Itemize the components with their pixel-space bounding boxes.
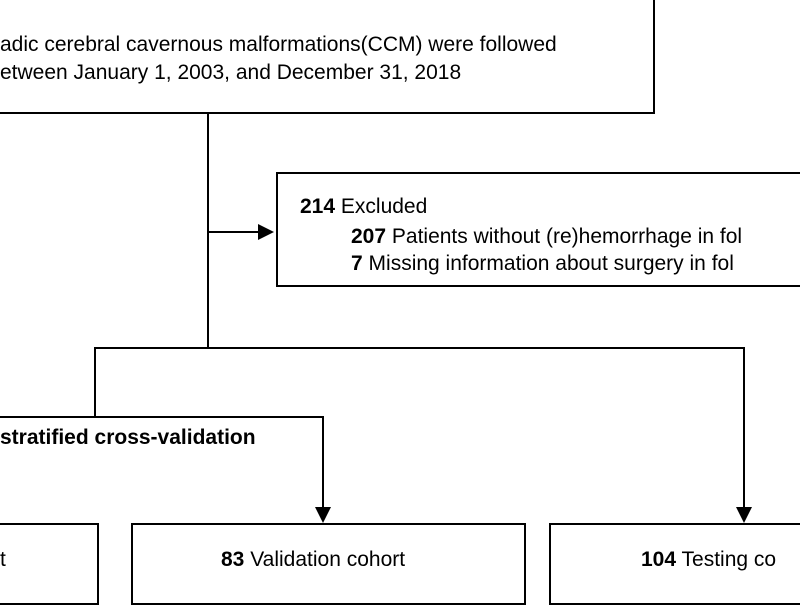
excluded-box — [276, 172, 800, 287]
testing-branch-connector — [743, 347, 745, 512]
cross-validation-label: stratified cross-validation — [0, 426, 256, 449]
testing-cohort-label: Testing co — [681, 548, 777, 571]
testing-cohort-box — [549, 523, 800, 605]
excluded-reason-1-count: 207 — [351, 225, 387, 248]
validation-cohort-count: 83 — [221, 548, 245, 571]
left-cohort-box — [0, 523, 99, 605]
study-population-line-1: adic cerebral cavernous malformations(CC… — [0, 33, 557, 56]
testing-arrowhead — [736, 507, 752, 523]
excluded-reason-2: 7 Missing information about surgery in f… — [351, 252, 734, 276]
left-cohort-label: t — [0, 548, 6, 571]
study-population-line-2: etween January 1, 2003, and December 31,… — [0, 61, 462, 84]
excluded-count: 214 — [300, 195, 336, 218]
validation-branch-connector — [322, 416, 324, 512]
testing-cohort-text: 104 Testing co — [641, 548, 776, 572]
excluded-reason-1-label: Patients without (re)hemorrhage in fol — [391, 225, 743, 248]
validation-cohort-box — [131, 523, 526, 605]
excluded-reason-2-label: Missing information about surgery in fol — [368, 252, 734, 275]
split-connector — [94, 347, 745, 349]
validation-arrowhead — [315, 507, 331, 523]
left-branch-connector — [94, 347, 96, 417]
cross-validation-bracket-top — [0, 416, 324, 418]
exclusion-arrowhead — [258, 224, 274, 240]
exclusion-connector — [207, 231, 265, 233]
excluded-label: Excluded — [340, 195, 428, 218]
excluded-reason-1: 207 Patients without (re)hemorrhage in f… — [351, 225, 742, 249]
study-population-box — [0, 0, 655, 114]
validation-cohort-text: 83 Validation cohort — [221, 548, 405, 572]
validation-cohort-label: Validation cohort — [250, 548, 406, 571]
excluded-heading: 214 Excluded — [300, 195, 427, 219]
excluded-reason-2-count: 7 — [351, 252, 363, 275]
testing-cohort-count: 104 — [641, 548, 677, 571]
trunk-connector — [207, 112, 209, 348]
